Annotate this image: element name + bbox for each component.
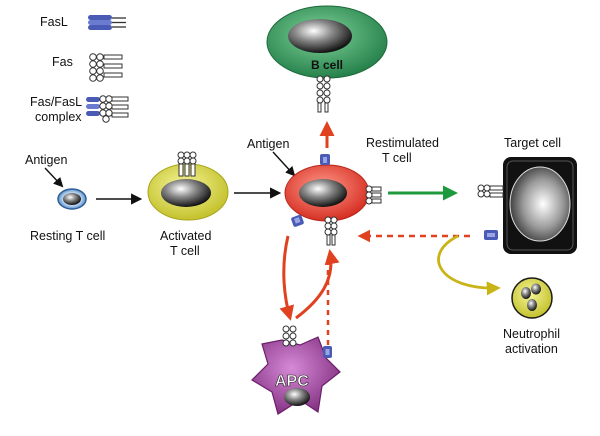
target-cell-label: Target cell <box>504 136 561 150</box>
arrow-apc-to-restimulated <box>295 249 340 320</box>
resting-t-cell-label: Resting T cell <box>30 229 105 243</box>
fas-bottom-icon <box>324 216 338 246</box>
fasl-bottom-left-icon <box>291 214 304 227</box>
activated-t-cell-label-line1: Activated <box>160 229 211 243</box>
neutrophil-body <box>511 277 553 319</box>
neutrophil-lobe-2 <box>531 283 541 295</box>
target-fasl-icon <box>484 230 498 240</box>
apc-fas-fasl-complex-icon <box>282 325 297 347</box>
b-cell-nucleus <box>288 19 352 53</box>
target-fas-receptor-icon <box>477 184 504 198</box>
apc-cell: APC <box>251 325 341 415</box>
legend-complex-label-line2: complex <box>35 110 82 124</box>
resting-t-cell-nucleus <box>63 193 81 205</box>
resting-t-cell: Antigen Resting T cell <box>25 153 105 243</box>
restimulated-t-cell-nucleus <box>299 179 347 207</box>
legend: FasL Fas Fas/FasL complex <box>30 15 129 124</box>
target-cell-nucleus <box>509 166 571 242</box>
b-cell-label: B cell <box>311 58 343 72</box>
fasl-icon <box>88 15 126 30</box>
apc-fasl-icon <box>323 346 332 358</box>
legend-fasl-label: FasL <box>40 15 68 29</box>
fas-icon <box>89 53 123 82</box>
fas-fasl-complex-icon <box>86 95 129 123</box>
legend-fas-label: Fas <box>52 55 73 69</box>
fas-right-icon <box>365 185 382 205</box>
restimulated-t-cell: Antigen <box>247 136 439 246</box>
antigen-pointer-left <box>44 167 64 188</box>
arrow-target-to-neutrophil <box>437 234 501 296</box>
neutrophil-label-line2: activation <box>505 342 558 356</box>
apc-body <box>251 336 341 415</box>
fasl-top-icon <box>320 154 330 165</box>
neutrophil: Neutrophil activation <box>503 277 560 356</box>
antigen-label-left: Antigen <box>25 153 67 167</box>
neutrophil-label-line1: Neutrophil <box>503 327 560 341</box>
activated-t-cell-label-line2: T cell <box>170 244 200 258</box>
arrow-restimulated-to-apc <box>279 235 295 321</box>
apc-label: APC <box>275 373 309 390</box>
target-cell: Target cell <box>477 136 577 254</box>
apc-nucleus <box>284 388 310 406</box>
antigen-pointer-center <box>272 151 296 177</box>
b-cell-fas-fasl-complex-icon <box>316 75 331 113</box>
legend-complex-label-line1: Fas/FasL <box>30 95 82 109</box>
b-cell: B cell <box>266 5 388 113</box>
neutrophil-lobe-1 <box>521 287 531 299</box>
antigen-label-center: Antigen <box>247 137 289 151</box>
restimulated-t-cell-label-line2: T cell <box>382 151 412 165</box>
restimulated-t-cell-label-line1: Restimulated <box>366 136 439 150</box>
neutrophil-lobe-3 <box>527 299 537 311</box>
activated-t-cell-nucleus <box>161 179 211 207</box>
activated-t-cell: Activated T cell <box>147 151 229 258</box>
fas-receptor-icon <box>177 151 197 177</box>
